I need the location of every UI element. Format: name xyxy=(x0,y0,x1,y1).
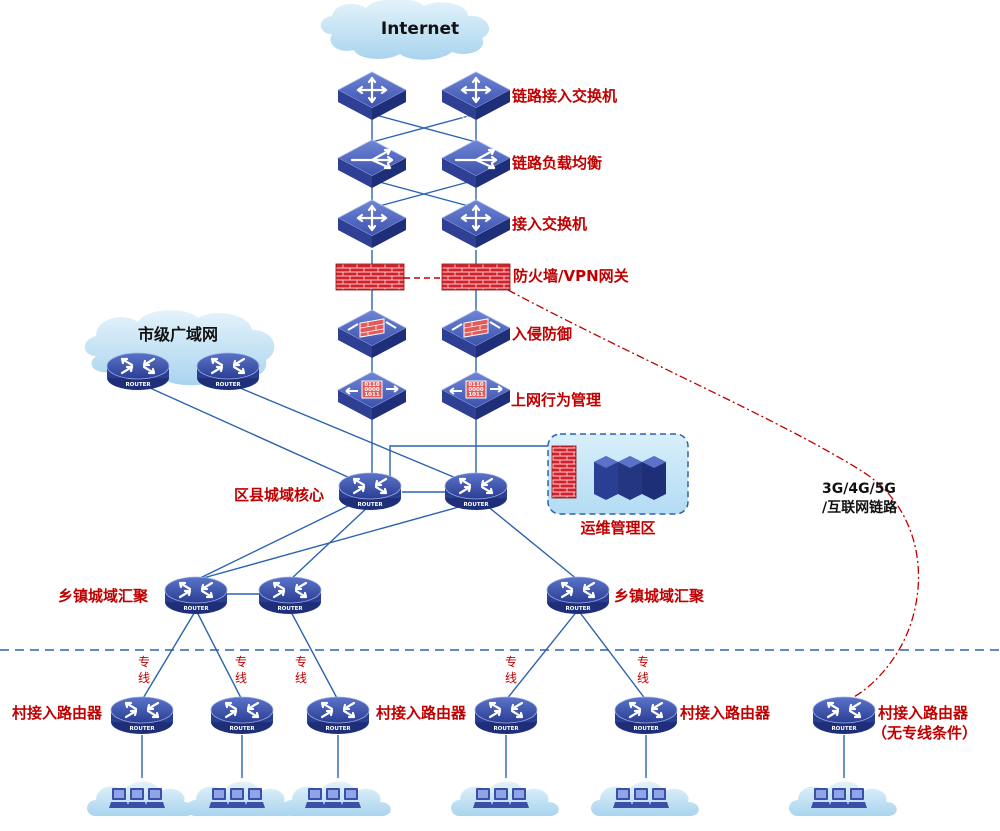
router-text: ROUTER xyxy=(125,382,151,388)
ips-code-text: 0000 xyxy=(364,387,379,393)
label-village-router-4: 村接入路由器 xyxy=(878,704,969,722)
pc-cloud-2 xyxy=(187,781,295,816)
pc-cloud-3 xyxy=(283,781,391,816)
firewall-left[interactable] xyxy=(335,263,405,291)
dedicated-line-char: 专 xyxy=(637,654,649,669)
wireless-link xyxy=(507,289,920,701)
label-access-switch: 接入交换机 xyxy=(512,215,587,233)
router-text: ROUTER xyxy=(183,606,209,612)
router-text: ROUTER xyxy=(463,502,489,508)
city-wan-label: 市级广域网 xyxy=(138,325,218,344)
label-village-router-2: 村接入路由器 xyxy=(376,704,467,722)
ips-code-text: 0000 xyxy=(468,387,483,393)
router-text: ROUTER xyxy=(229,726,255,732)
label-ops-zone: 运维管理区 xyxy=(580,519,655,537)
label-village-router-3: 村接入路由器 xyxy=(680,704,771,722)
internet-label: Internet xyxy=(381,19,459,39)
router-text: ROUTER xyxy=(277,606,303,612)
label-wireless-2: /互联网链路 xyxy=(822,499,898,516)
label-behavior-mgmt: 上网行为管理 xyxy=(511,391,601,409)
pc-cloud-6 xyxy=(789,781,897,816)
label-county-core: 区县城域核心 xyxy=(234,486,324,504)
ips-code-text: 0110 xyxy=(468,382,483,388)
ips-left[interactable] xyxy=(337,309,407,359)
label-town-agg-right: 乡镇城域汇聚 xyxy=(614,587,705,605)
router-text-group: ROUTER ROUTER ROUTER ROUTER ROUTER ROUTER ROUT… xyxy=(125,382,857,732)
router-text: ROUTER xyxy=(215,382,241,388)
label-wireless-1: 3G/4G/5G xyxy=(822,481,896,497)
label-ips: 入侵防御 xyxy=(512,325,572,343)
router-text: ROUTER xyxy=(831,726,857,732)
ops-servers xyxy=(594,456,666,500)
ops-management-zone: 运维管理区 xyxy=(547,433,689,537)
load-balancer-right[interactable] xyxy=(440,138,512,190)
dedicated-line-char: 线 xyxy=(505,671,517,685)
ips-right[interactable] xyxy=(441,309,511,359)
router-text: ROUTER xyxy=(325,726,351,732)
dedicated-line-char: 专 xyxy=(235,654,247,669)
pc-cloud-5 xyxy=(591,781,699,816)
router-text: ROUTER xyxy=(565,606,591,612)
label-link-access-switch: 链路接入交换机 xyxy=(512,87,617,105)
label-load-balancer: 链路负载均衡 xyxy=(512,154,602,172)
router-text: ROUTER xyxy=(357,502,383,508)
router-text: ROUTER xyxy=(633,726,659,732)
label-town-agg-left: 乡镇城域汇聚 xyxy=(58,587,149,605)
router-text: ROUTER xyxy=(493,726,519,732)
pc-cloud-4 xyxy=(451,781,559,816)
dedicated-line-char: 线 xyxy=(295,671,307,685)
dedicated-line-char: 线 xyxy=(637,671,649,685)
dedicated-line-char: 专 xyxy=(295,654,307,669)
dedicated-line-char: 专 xyxy=(505,654,517,669)
internet-cloud: Internet xyxy=(320,0,489,60)
ops-firewall xyxy=(551,445,577,499)
dedicated-line-labels: 专 线 专 线 专 线 专 线 专 线 xyxy=(138,654,649,685)
dedicated-line-char: 线 xyxy=(138,671,150,685)
ips-code-text: 0110 xyxy=(364,382,379,388)
dedicated-line-char: 专 xyxy=(138,654,150,669)
label-village-router-1: 村接入路由器 xyxy=(12,704,103,722)
firewall-right[interactable] xyxy=(441,263,511,291)
ips-code-text: 1011 xyxy=(468,392,483,398)
router-text: ROUTER xyxy=(129,726,155,732)
label-village-router-4b: （无专线条件） xyxy=(872,724,977,742)
load-balancer-left[interactable] xyxy=(336,138,408,190)
pc-cloud-1 xyxy=(87,781,195,816)
dedicated-line-char: 线 xyxy=(235,671,247,685)
label-firewall: 防火墙/VPN网关 xyxy=(513,267,629,285)
ips-code-text: 1011 xyxy=(364,392,379,398)
